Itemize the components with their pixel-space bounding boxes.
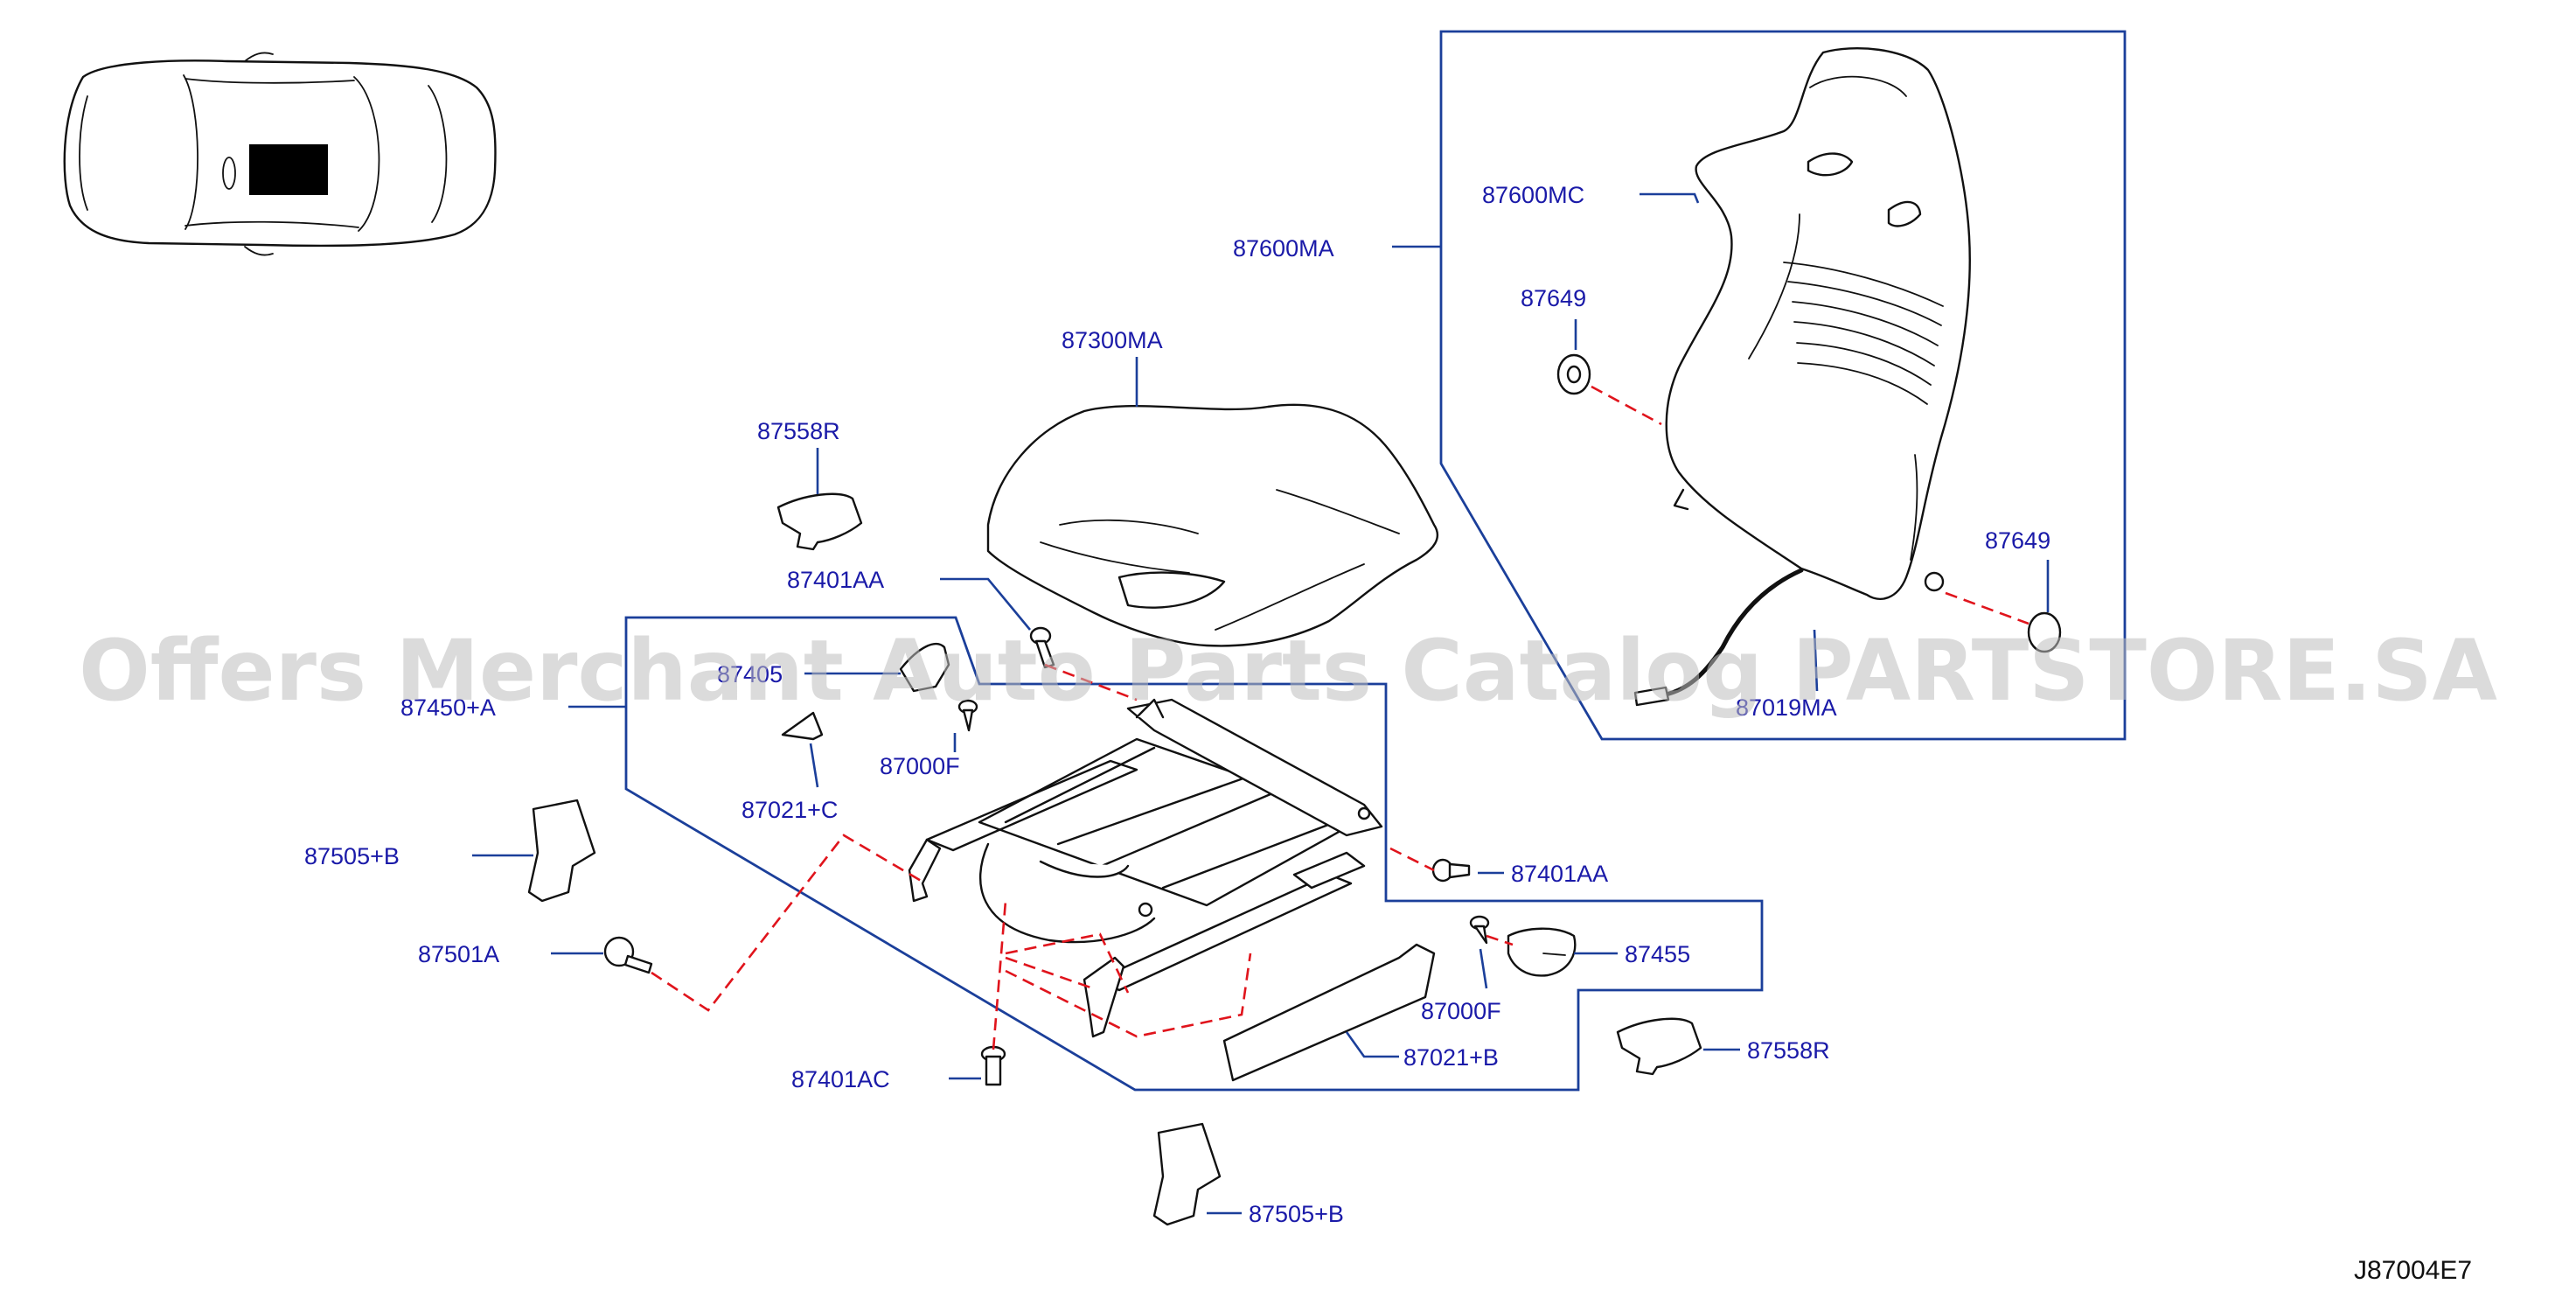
diagram-code: J87004E7 bbox=[2354, 1256, 2472, 1285]
washer-87649-right bbox=[2027, 611, 2062, 653]
screw-87000F-top bbox=[957, 699, 978, 732]
bolt-87401AA-right bbox=[1431, 858, 1471, 883]
lever-87405 bbox=[899, 643, 950, 693]
label-87401AA-right: 87401AA bbox=[1511, 861, 1608, 887]
cover-87505B-left bbox=[527, 799, 596, 903]
seat-frame-87450 bbox=[908, 698, 1383, 1038]
label-87000F-top: 87000F bbox=[880, 753, 960, 779]
label-87021C: 87021+C bbox=[741, 797, 838, 823]
bolt-87401AA-top bbox=[1029, 626, 1055, 669]
label-87455: 87455 bbox=[1625, 941, 1690, 967]
leader-lines bbox=[472, 192, 2050, 1215]
part-labels: 87600MC 87600MA 87649 87649 87019MA 8730… bbox=[304, 182, 2050, 1227]
bolt-87401AC bbox=[980, 1045, 1006, 1086]
label-87000F-right: 87000F bbox=[1421, 998, 1501, 1024]
label-87600MA: 87600MA bbox=[1233, 235, 1334, 262]
label-87505B-bottom: 87505+B bbox=[1249, 1201, 1344, 1227]
label-87649-top: 87649 bbox=[1521, 285, 1586, 311]
label-87401AA-top: 87401AA bbox=[787, 567, 884, 593]
cover-87505B-bottom bbox=[1152, 1122, 1222, 1226]
bolt-87501A bbox=[603, 936, 653, 974]
panel-87021B bbox=[1222, 943, 1436, 1082]
label-87558R-bottom: 87558R bbox=[1747, 1037, 1830, 1064]
label-87450A: 87450+A bbox=[400, 694, 496, 721]
seatback-group-box bbox=[1439, 30, 2127, 741]
label-87501A: 87501A bbox=[418, 941, 499, 967]
cushion-87300MA bbox=[986, 403, 1439, 647]
label-87021B: 87021+B bbox=[1403, 1044, 1499, 1071]
label-87401AC: 87401AC bbox=[791, 1066, 890, 1092]
washer-87649-top bbox=[1556, 353, 1591, 395]
label-87405-partial: 87405 bbox=[717, 661, 783, 687]
car-top-view-locator bbox=[63, 52, 497, 256]
cable-87019MA bbox=[1633, 568, 1804, 707]
knob-87455 bbox=[1507, 927, 1577, 977]
label-87300MA: 87300MA bbox=[1062, 327, 1163, 353]
label-87019MA: 87019MA bbox=[1736, 694, 1837, 721]
screw-87000F-right bbox=[1469, 915, 1490, 945]
label-87600MC: 87600MC bbox=[1482, 182, 1584, 208]
seatback-87600MC bbox=[1665, 46, 1971, 601]
cover-87558R-bottom bbox=[1616, 1017, 1702, 1076]
installation-links bbox=[651, 385, 2029, 1050]
cover-87558R-top bbox=[776, 492, 863, 551]
label-87558R-top: 87558R bbox=[757, 418, 840, 444]
label-87649-right: 87649 bbox=[1985, 527, 2050, 554]
frame-group-box bbox=[624, 616, 1764, 1092]
watermark: Offers Merchant Auto Parts Catalog PARTS… bbox=[79, 622, 2497, 720]
bracket-87021C bbox=[781, 711, 824, 741]
location-marker bbox=[249, 144, 328, 195]
label-87505B-left: 87505+B bbox=[304, 843, 400, 869]
